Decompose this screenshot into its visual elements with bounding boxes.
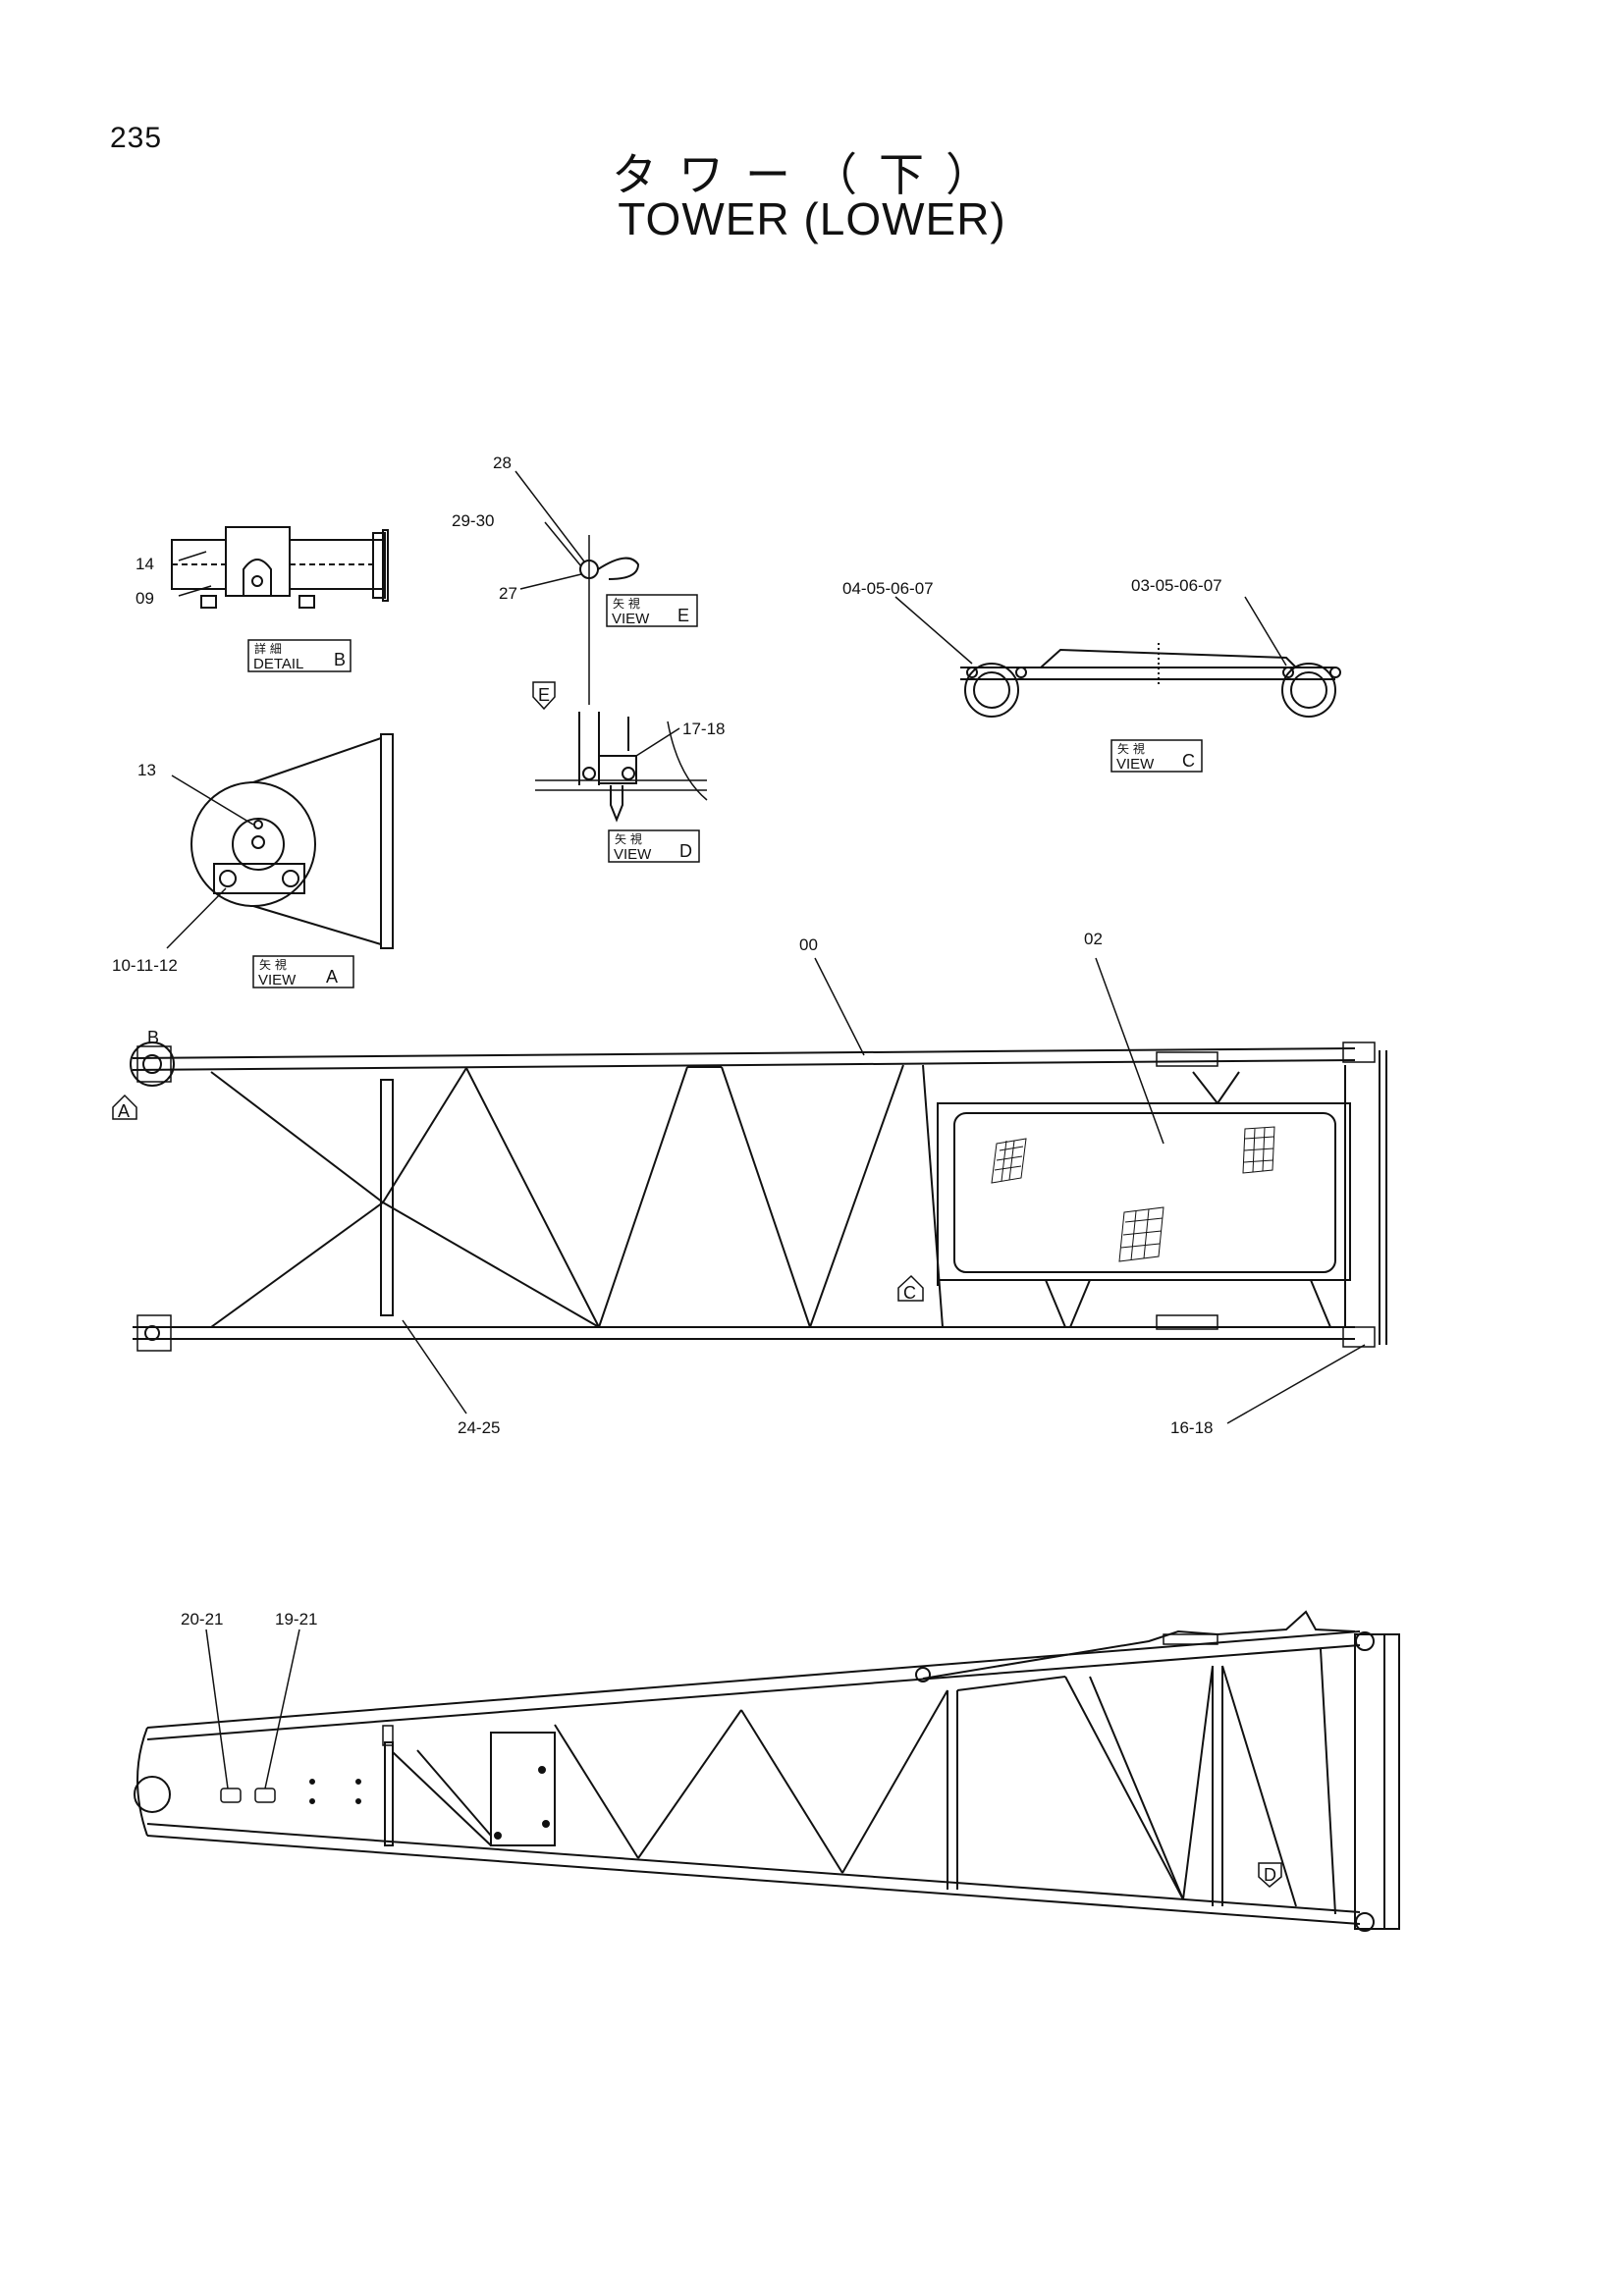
callout-13: 13 [137, 761, 156, 779]
svg-text:A: A [118, 1101, 130, 1121]
page-number: 235 [110, 122, 163, 154]
marker-d: D [1258, 1862, 1282, 1888]
view-c-letter: C [1182, 751, 1195, 771]
leader-14 [178, 551, 207, 561]
view-d-kanji: 矢 視 [615, 831, 642, 846]
leader-27 [519, 573, 582, 590]
tower-side-view [134, 1610, 1400, 1932]
callout-09: 09 [135, 589, 154, 608]
view-d-drawing [535, 712, 708, 823]
callout-27: 27 [499, 584, 517, 603]
leader-10-12 [166, 887, 227, 949]
view-e-letter: E [677, 606, 689, 625]
view-a-drawing [190, 733, 394, 949]
marker-e: E [532, 681, 556, 711]
detail-b-word: DETAIL [253, 656, 303, 672]
leader-09 [178, 585, 212, 597]
callout-02: 02 [1084, 930, 1103, 948]
callout-20-21: 20-21 [181, 1610, 223, 1629]
label-detail-b: 詳 細 DETAIL B [247, 639, 352, 672]
leader-16-18 [1226, 1344, 1366, 1424]
leader-28 [514, 470, 585, 562]
marker-c: C [897, 1274, 924, 1303]
callout-29-30: 29-30 [452, 511, 494, 530]
leader-00 [814, 957, 865, 1056]
callout-10-12: 10-11-12 [112, 956, 178, 975]
view-a-letter: A [326, 967, 338, 987]
callout-14: 14 [135, 555, 154, 573]
marker-b: B [147, 1028, 159, 1047]
title-japanese: タワー（下） [612, 148, 1012, 201]
view-a-word: VIEW [258, 972, 297, 988]
view-d-letter: D [679, 841, 692, 861]
svg-text:B: B [147, 1028, 159, 1047]
detail-b-drawing [171, 526, 389, 609]
view-a-kanji: 矢 視 [259, 957, 287, 972]
view-d-word: VIEW [614, 846, 652, 863]
label-view-c: 矢 視 VIEW C [1110, 739, 1203, 773]
view-e-word: VIEW [612, 611, 650, 627]
label-view-e: 矢 視 VIEW E [606, 594, 698, 627]
marker-a: A [112, 1094, 137, 1121]
label-view-d: 矢 視 VIEW D [608, 829, 700, 863]
leader-17-18 [635, 727, 680, 757]
leader-13 [171, 774, 254, 826]
view-e-drawing [579, 535, 640, 705]
svg-text:D: D [1264, 1865, 1276, 1885]
callout-04-07: 04-05-06-07 [842, 579, 934, 598]
view-e-kanji: 矢 視 [613, 596, 640, 611]
callout-16-18: 16-18 [1170, 1418, 1213, 1437]
callout-24-25: 24-25 [458, 1418, 500, 1437]
leader-29-30 [544, 521, 582, 567]
leader-19-21 [264, 1629, 300, 1789]
leader-24-25 [402, 1319, 467, 1415]
leader-02 [1095, 957, 1164, 1145]
callout-19-21: 19-21 [275, 1610, 317, 1629]
detail-b-letter: B [334, 650, 346, 669]
label-view-a: 矢 視 VIEW A [252, 955, 354, 988]
detail-b-kanji: 詳 細 [254, 641, 282, 656]
view-c-word: VIEW [1116, 756, 1155, 773]
svg-text:C: C [903, 1283, 916, 1303]
svg-text:E: E [538, 685, 550, 705]
view-c-kanji: 矢 視 [1117, 741, 1145, 756]
leader-03-07 [1244, 596, 1287, 667]
callout-03-07: 03-05-06-07 [1131, 576, 1222, 595]
leader-20-21 [205, 1629, 229, 1789]
callout-28: 28 [493, 454, 512, 472]
view-c-drawing [960, 643, 1341, 718]
tower-top-view [130, 1041, 1387, 1352]
callout-17-18: 17-18 [682, 720, 725, 738]
callout-00: 00 [799, 935, 818, 954]
leader-04-07 [894, 596, 973, 665]
title-english: TOWER (LOWER) [618, 193, 1006, 244]
